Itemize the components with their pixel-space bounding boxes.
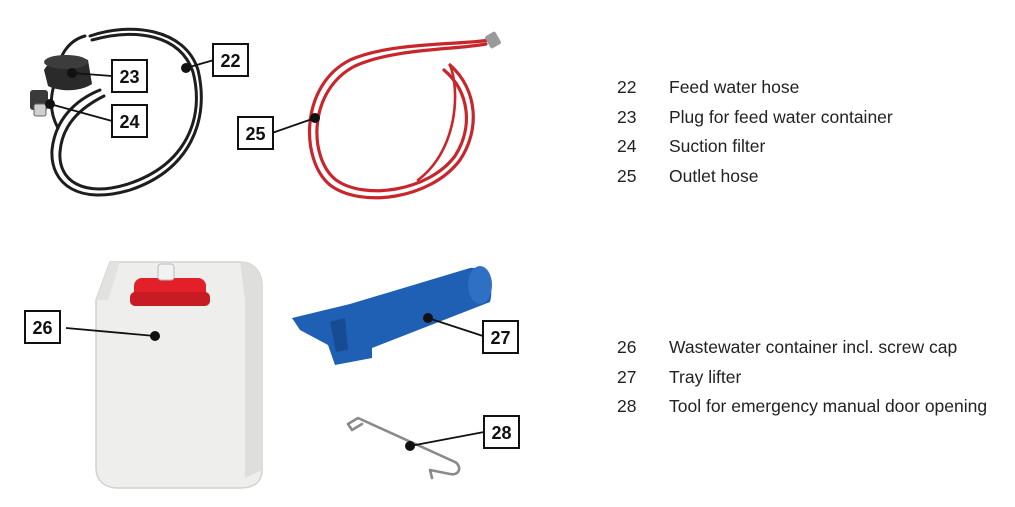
- callout-22: 22: [212, 43, 249, 77]
- leader-dots: [45, 63, 433, 451]
- parts-legend-bottom: 26 Wastewater container incl. screw cap …: [617, 333, 1009, 422]
- legend-item: 25 Outlet hose: [617, 162, 893, 192]
- legend-number: 25: [617, 165, 637, 186]
- door-tool-icon: [346, 416, 461, 480]
- callout-28: 28: [483, 415, 520, 449]
- legend-label: Outlet hose: [669, 165, 759, 186]
- callout-label: 26: [32, 318, 52, 338]
- legend-number: 26: [617, 337, 637, 357]
- legend-item: 24 Suction filter: [617, 132, 893, 162]
- legend-label: Feed water hose: [669, 77, 800, 97]
- legend-label: Tool for emergency manual door opening: [669, 396, 988, 416]
- callout-24: 24: [111, 104, 148, 138]
- legend-label: Wastewater container incl. screw cap: [669, 337, 958, 357]
- legend-label: Suction filter: [669, 136, 766, 156]
- leader-lines: [49, 59, 485, 447]
- wastewater-container-icon: [95, 261, 263, 489]
- callout-label: 27: [490, 328, 510, 348]
- callout-26: 26: [24, 310, 61, 344]
- legend-number: 27: [617, 366, 637, 387]
- outlet-hose-icon: [307, 38, 492, 200]
- callout-23: 23: [111, 59, 148, 93]
- callout-27: 27: [482, 320, 519, 354]
- parts-legend-top: 22 Feed water hose 23 Plug for feed wate…: [617, 73, 893, 191]
- callout-label: 24: [119, 112, 139, 132]
- legend-item: 23 Plug for feed water container: [617, 103, 893, 133]
- legend-item: 22 Feed water hose: [617, 73, 893, 103]
- tray-lifter-icon: [292, 266, 492, 365]
- legend-number: 24: [617, 136, 637, 156]
- callout-label: 23: [119, 67, 139, 87]
- hose-connector-icon: [485, 31, 501, 49]
- legend-number: 22: [617, 77, 637, 97]
- legend-label: Plug for feed water container: [669, 106, 893, 127]
- legend-item: 27 Tray lifter: [617, 363, 1009, 393]
- legend-number: 23: [617, 106, 637, 127]
- suction-filter-icon: [30, 90, 48, 117]
- legend-item: 26 Wastewater container incl. screw cap: [617, 333, 1009, 363]
- legend-item: 28 Tool for emergency manual door openin…: [617, 392, 1009, 422]
- callout-label: 28: [491, 423, 511, 443]
- legend-number: 28: [617, 396, 637, 416]
- callout-label: 25: [245, 124, 265, 144]
- legend-label: Tray lifter: [669, 366, 742, 387]
- callout-25: 25: [237, 116, 274, 150]
- callout-label: 22: [220, 51, 240, 71]
